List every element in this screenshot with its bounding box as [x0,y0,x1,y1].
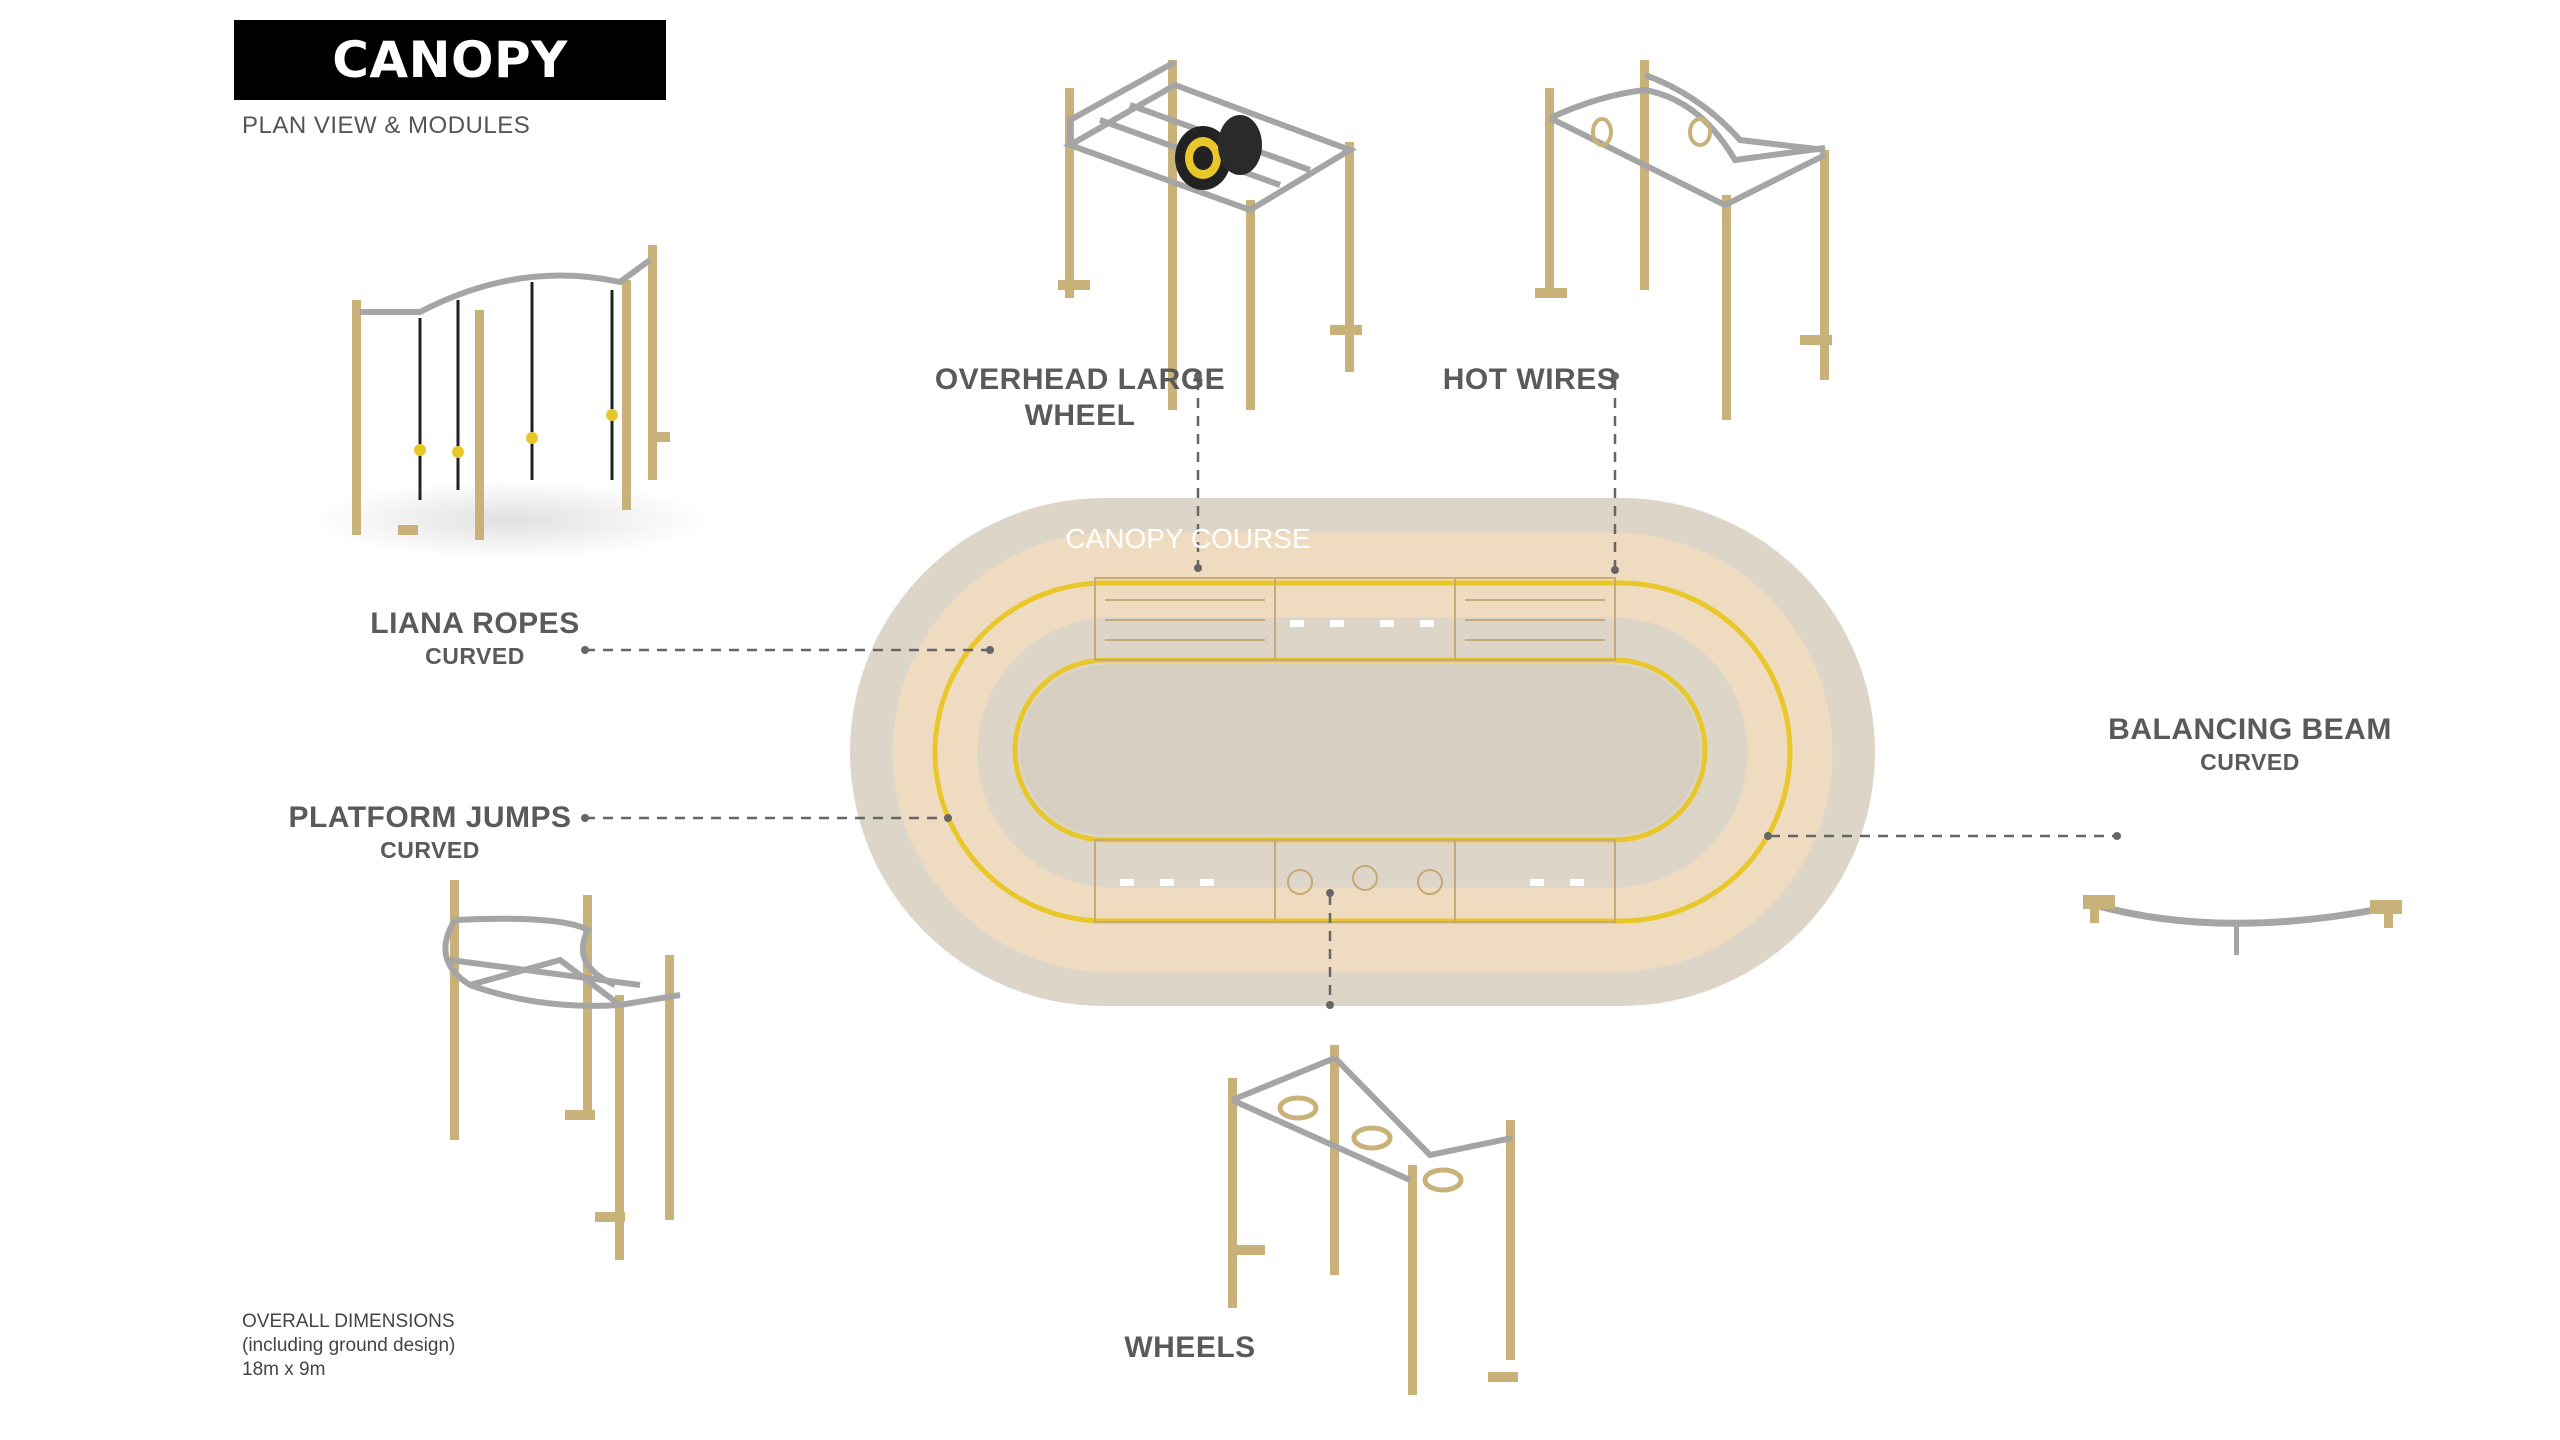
platform-jumps-module [442,880,681,1260]
plan-view [850,498,1875,1006]
inner-ground [1020,665,1700,835]
page-title: CANOPY COURSE [234,20,666,169]
bottom-modules [1094,839,1616,923]
balancing-beam-module [2083,895,2402,955]
label-balancing-beam-sub: CURVED [2200,749,2300,775]
top-modules [1094,577,1616,661]
label-liana-ropes-sub: CURVED [425,643,525,669]
label-hot-wires-text: HOT WIRES [1442,363,1618,396]
label-platform-jumps: PLATFORM JUMPS CURVED [270,800,590,864]
overall-dimensions: OVERALL DIMENSIONS (including ground des… [242,1310,455,1382]
label-overhead-line1: OVERHEAD LARGE [934,363,1226,396]
label-overhead-large-wheel: OVERHEAD LARGE WHEEL [900,362,1260,434]
liana-ropes-module [310,245,710,560]
dims-line2: (including ground design) [242,1335,456,1356]
label-overhead-line2: WHEEL [1024,399,1136,432]
label-wheels-text: WHEELS [1124,1331,1256,1364]
label-balancing-beam: BALANCING BEAM CURVED [2080,712,2420,776]
leader-lines [585,380,2115,1005]
label-wheels: WHEELS [1090,1330,1290,1366]
label-balancing-beam-title: BALANCING BEAM [2108,713,2392,746]
label-liana-ropes: LIANA ROPES CURVED [330,606,620,670]
label-platform-jumps-sub: CURVED [380,837,480,863]
label-liana-ropes-title: LIANA ROPES [370,607,580,640]
page-subtitle: PLAN VIEW & MODULES [242,112,531,139]
wheels-module [1228,1045,1518,1395]
hot-wires-module [1535,60,1832,420]
leader-dots [581,372,2121,1009]
dims-line3: 18m x 9m [242,1359,326,1380]
dims-line1: OVERALL DIMENSIONS [242,1311,455,1332]
label-hot-wires: HOT WIRES [1410,362,1650,398]
plan-label: CANOPY COURSE [1065,523,1310,554]
overhead-wheel-module [1058,59,1362,410]
label-platform-jumps-title: PLATFORM JUMPS [288,801,572,834]
ring-markers [1120,620,1584,886]
